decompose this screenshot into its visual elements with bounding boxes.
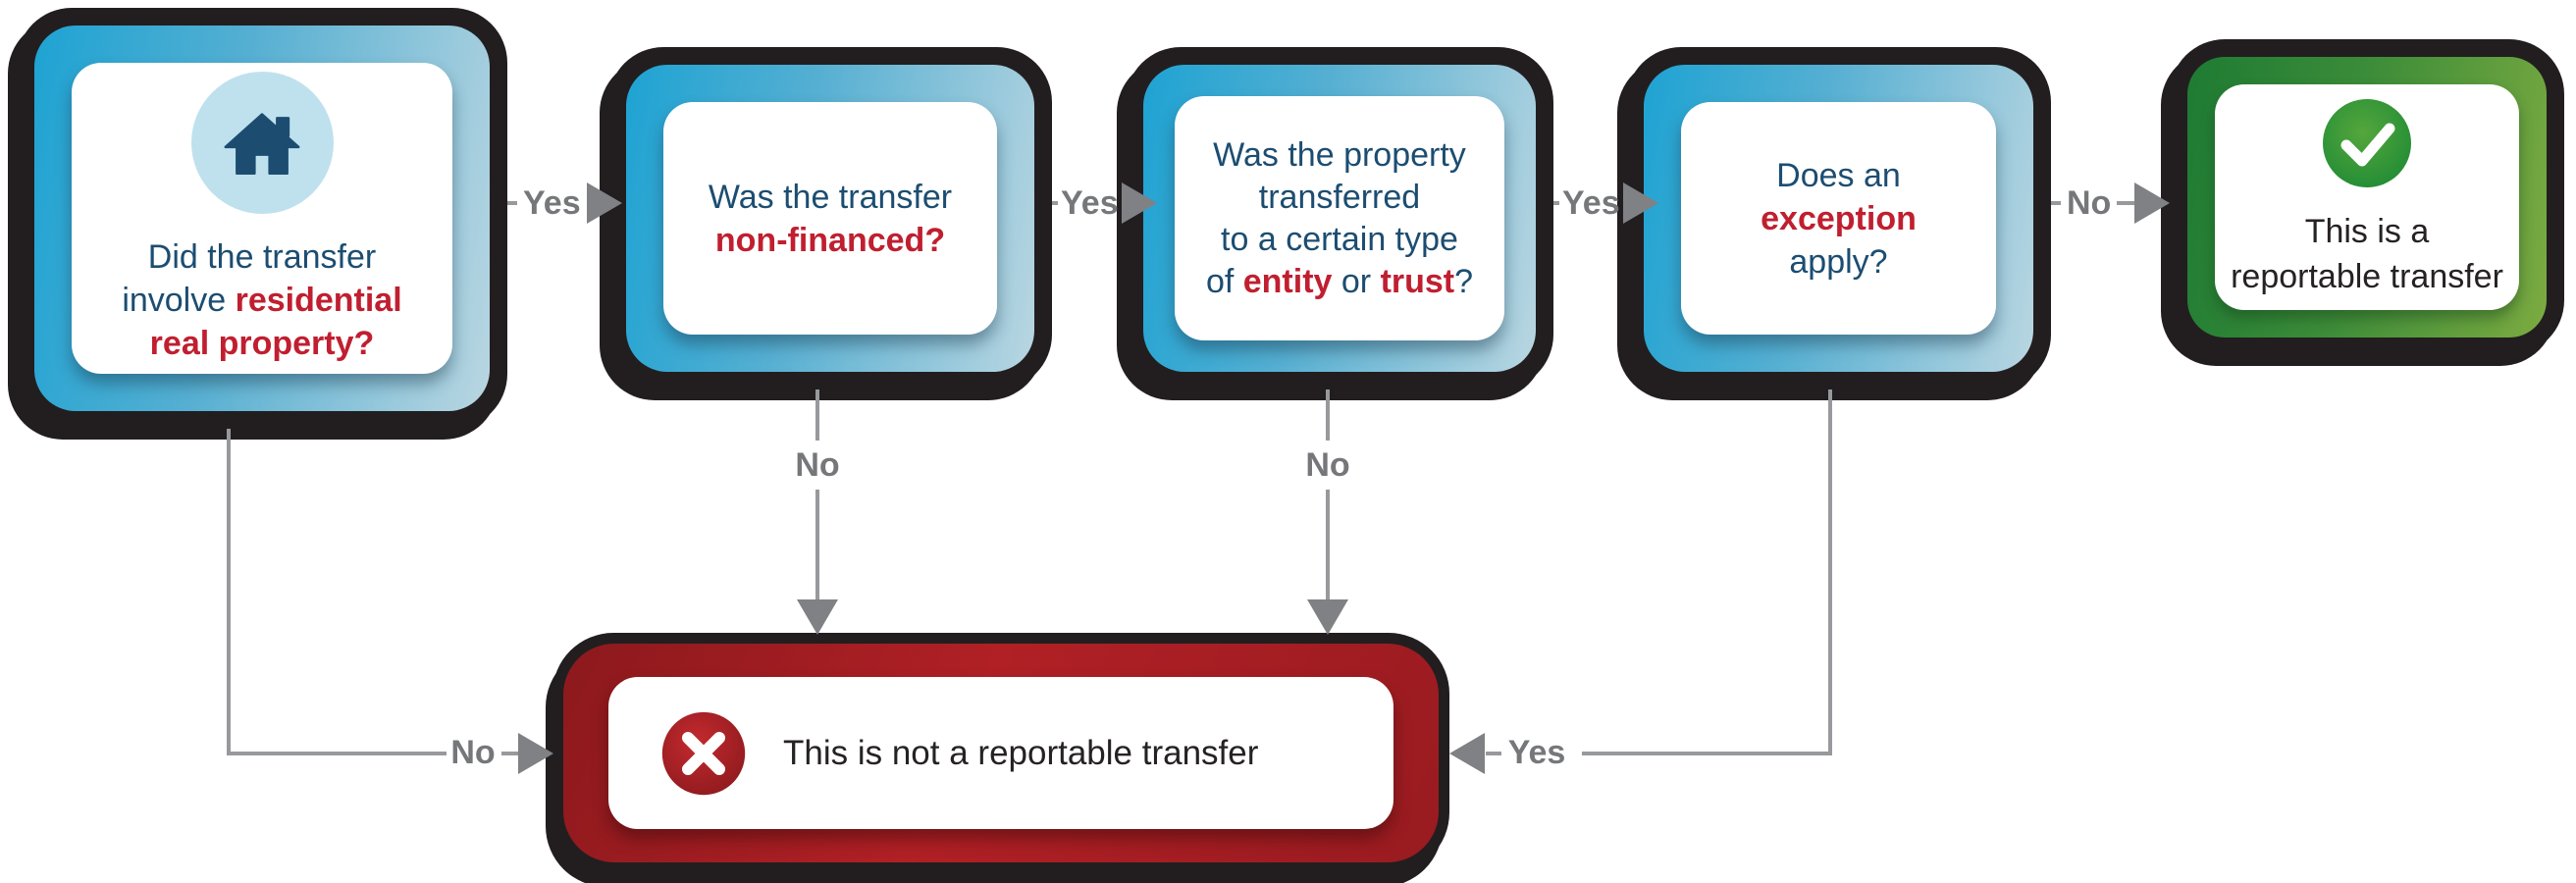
node-q2-panel: Was the transfer non-financed? bbox=[663, 102, 997, 335]
arrow-right-icon bbox=[2134, 182, 2170, 224]
q3-line3: to a certain type bbox=[1221, 220, 1458, 258]
q1-line2b: residential bbox=[235, 282, 402, 319]
x-circle-icon bbox=[659, 709, 748, 798]
edge-line bbox=[1486, 752, 1501, 755]
edge-line bbox=[501, 752, 518, 755]
edge-line bbox=[815, 390, 819, 441]
node-not-reportable-border: This is not a reportable transfer bbox=[563, 644, 1439, 862]
q3-line4b: entity bbox=[1242, 262, 1333, 300]
house-icon bbox=[190, 72, 334, 214]
edge-q1-not-reportable-label: No bbox=[450, 734, 496, 771]
edge-q4-reportable-label: No bbox=[2067, 184, 2112, 222]
edge-q2-not-reportable-label: No bbox=[795, 446, 840, 484]
edge-line bbox=[507, 201, 517, 205]
node-q2-border: Was the transfer non-financed? bbox=[626, 65, 1034, 372]
edge-q2-q3-label: Yes bbox=[1061, 184, 1119, 222]
node-q3-entity-trust: Was the property transferred to a certai… bbox=[1126, 47, 1553, 390]
edge-line bbox=[1052, 201, 1058, 205]
arrow-down-icon bbox=[1307, 599, 1348, 635]
edge-q2-q3: Yes bbox=[1052, 182, 1157, 225]
node-q3-text: Was the property transferred to a certai… bbox=[1206, 134, 1473, 303]
q4-line1: Does an bbox=[1776, 156, 1901, 194]
node-q1-border: Did the transfer involve residential rea… bbox=[34, 26, 490, 411]
q3-line4c: or bbox=[1332, 262, 1381, 300]
node-q4-exception: Does an exception apply? bbox=[1626, 47, 2051, 390]
node-q2-non-financed: Was the transfer non-financed? bbox=[608, 47, 1052, 390]
q2-line2: non-financed? bbox=[714, 221, 946, 259]
q3-line2: transferred bbox=[1258, 178, 1421, 216]
arrow-right-icon bbox=[1622, 182, 1658, 224]
edge-q4-not-reportable-vline bbox=[1828, 390, 1832, 755]
reportable-line2: reportable transfer bbox=[2231, 257, 2503, 295]
q3-line4d: trust bbox=[1380, 262, 1455, 300]
node-not-reportable: This is not a reportable transfer bbox=[552, 633, 1449, 873]
q1-line1: Did the transfer bbox=[147, 238, 377, 276]
node-q4-text: Does an exception apply? bbox=[1761, 154, 1917, 284]
node-q4-border: Does an exception apply? bbox=[1644, 65, 2033, 372]
edge-q4-reportable: No bbox=[2051, 182, 2170, 225]
q4-line3: apply? bbox=[1789, 242, 1888, 281]
node-q4-panel: Does an exception apply? bbox=[1681, 102, 1996, 335]
node-reportable-transfer: This is a reportable transfer bbox=[2170, 39, 2564, 355]
node-q1-panel: Did the transfer involve residential rea… bbox=[72, 63, 452, 374]
edge-line bbox=[1553, 201, 1559, 205]
edge-q3-q4: Yes bbox=[1553, 182, 1658, 225]
node-reportable-border: This is a reportable transfer bbox=[2187, 57, 2547, 338]
node-not-reportable-panel: This is not a reportable transfer bbox=[608, 677, 1393, 829]
edge-q3-not-reportable: No bbox=[1298, 390, 1357, 635]
node-reportable-text: This is a reportable transfer bbox=[2231, 209, 2503, 299]
arrow-left-icon bbox=[1449, 733, 1485, 774]
edge-line bbox=[815, 490, 819, 599]
arrow-right-icon bbox=[1121, 182, 1157, 224]
edge-q1-q2: Yes bbox=[507, 182, 622, 225]
node-q2-text: Was the transfer non-financed? bbox=[709, 176, 952, 262]
edge-line bbox=[2051, 201, 2061, 205]
edge-q3-not-reportable-label: No bbox=[1305, 446, 1350, 484]
edge-line bbox=[1326, 490, 1330, 599]
q2-line1: Was the transfer bbox=[708, 178, 953, 216]
reportable-line1: This is a bbox=[2304, 212, 2430, 250]
edge-line bbox=[2117, 201, 2134, 205]
node-not-reportable-text: This is not a reportable transfer bbox=[783, 733, 1259, 772]
edge-q3-q4-label: Yes bbox=[1562, 184, 1620, 222]
q3-line4a: of bbox=[1205, 262, 1243, 300]
arrow-right-icon bbox=[518, 733, 553, 774]
edge-q1-not-reportable-vline bbox=[227, 429, 231, 755]
arrow-down-icon bbox=[797, 599, 838, 635]
q1-line3: real property? bbox=[149, 325, 375, 362]
edge-q4-not-reportable-hline bbox=[1582, 752, 1832, 755]
node-reportable-panel: This is a reportable transfer bbox=[2215, 84, 2519, 310]
node-q3-panel: Was the property transferred to a certai… bbox=[1175, 96, 1504, 340]
edge-line bbox=[1326, 390, 1330, 441]
q1-line2a: involve bbox=[122, 282, 236, 319]
q4-line2: exception bbox=[1761, 199, 1917, 237]
q3-line4e: ? bbox=[1454, 262, 1474, 300]
q3-line1: Was the property bbox=[1213, 135, 1466, 174]
edge-q4-not-reportable-label: Yes bbox=[1507, 734, 1566, 771]
node-q1-text: Did the transfer involve residential rea… bbox=[122, 235, 401, 365]
arrow-right-icon bbox=[586, 182, 622, 224]
check-circle-icon bbox=[2320, 96, 2414, 195]
node-q1-residential-property: Did the transfer involve residential rea… bbox=[17, 8, 507, 429]
node-q3-border: Was the property transferred to a certai… bbox=[1143, 65, 1536, 372]
edge-q1-q2-label: Yes bbox=[523, 184, 581, 222]
edge-q1-not-reportable-hline bbox=[227, 752, 447, 755]
edge-q2-not-reportable: No bbox=[788, 390, 847, 635]
